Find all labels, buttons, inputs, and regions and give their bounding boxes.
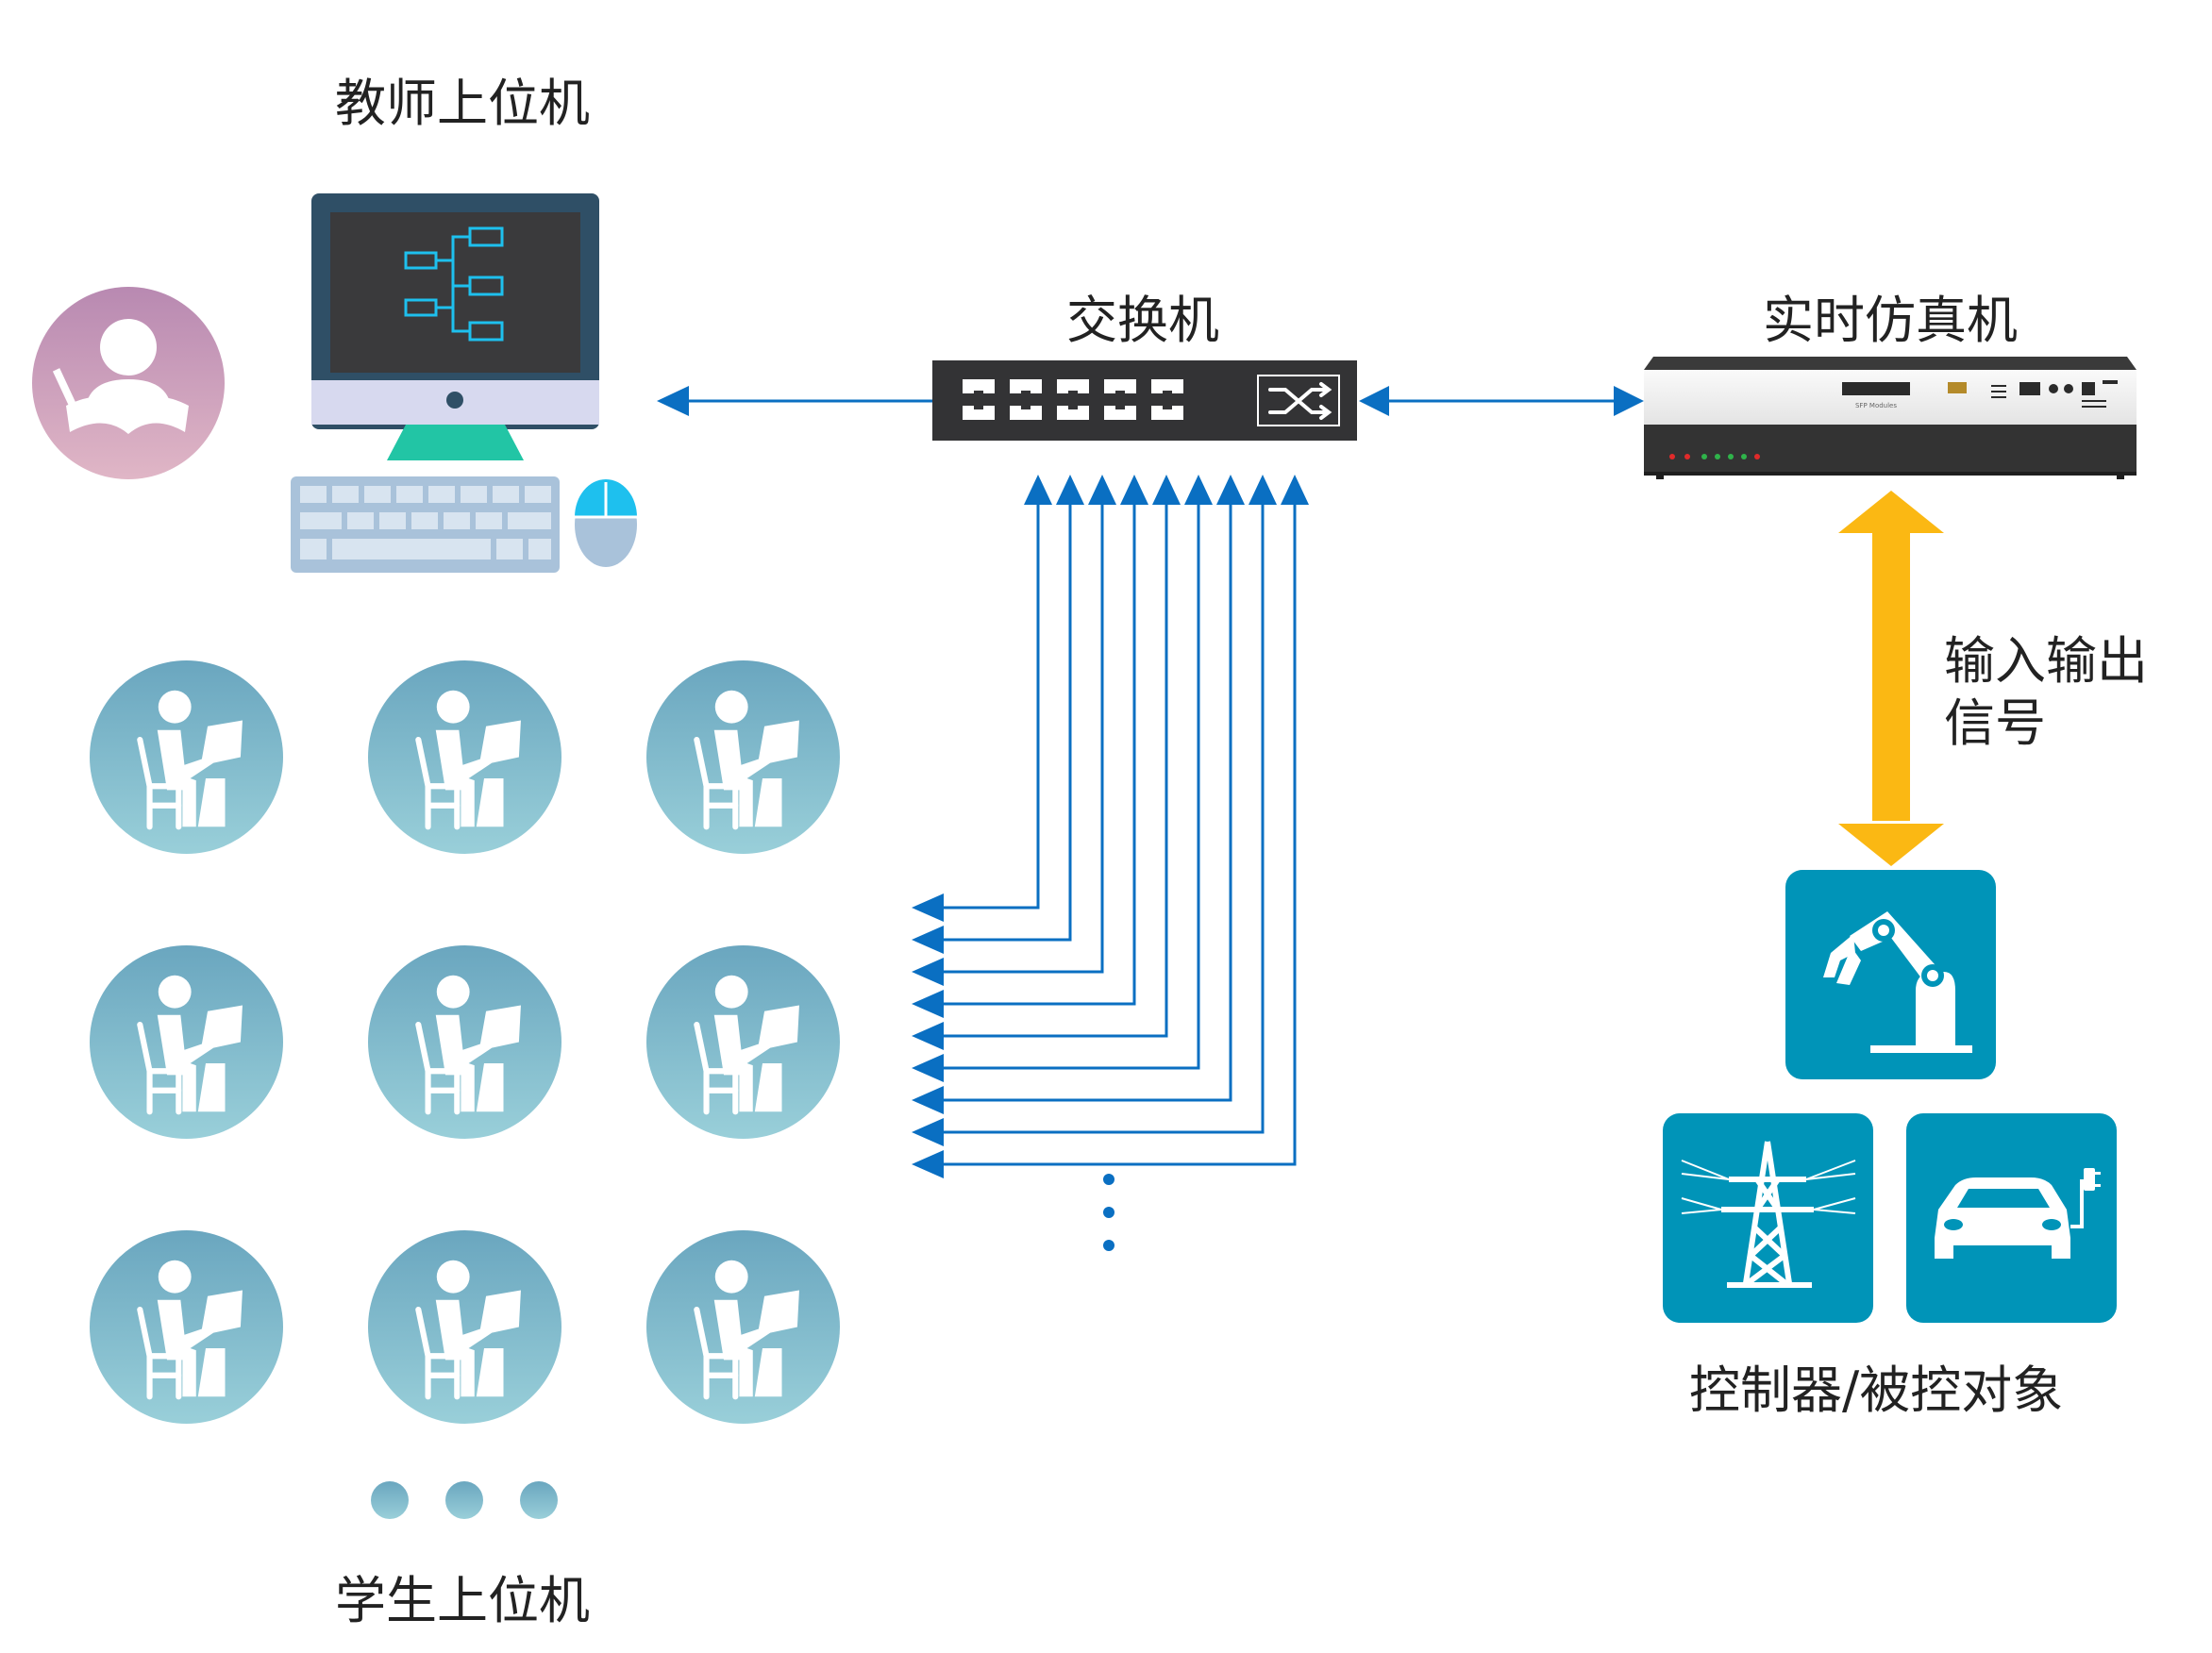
- up-arrowhead: [1216, 475, 1245, 505]
- up-arrowhead: [1248, 475, 1277, 505]
- bundle-ellipsis: [1103, 1174, 1114, 1251]
- left-arrowhead: [912, 893, 944, 922]
- left-arrowhead: [912, 1118, 944, 1146]
- left-arrowhead: [912, 926, 944, 954]
- io-signal-arrow: [1838, 491, 1944, 866]
- student-at-desk-icon: [646, 660, 840, 854]
- left-arrowhead: [912, 1054, 944, 1082]
- student-at-desk-icon: [368, 1230, 561, 1424]
- connection-line: [944, 505, 1265, 1134]
- student-at-desk-icon: [90, 945, 283, 1139]
- io-signal-label: 输入输出信号: [1944, 631, 2148, 753]
- connection-line: [944, 505, 1168, 1038]
- student-at-desk-icon: [646, 1230, 840, 1424]
- electric-car-icon: [1906, 1113, 2117, 1323]
- student-connection-lines: [912, 475, 1309, 1178]
- switch-simulator-arrow: [1359, 386, 1644, 416]
- student-at-desk-icon: [368, 945, 561, 1139]
- up-arrowhead: [1024, 475, 1052, 505]
- student-pc-grid: [90, 660, 840, 1424]
- connection-line: [944, 505, 1297, 1166]
- left-arrowhead: [912, 958, 944, 986]
- connection-line: [944, 505, 1200, 1070]
- real-time-simulator-icon: SFP Modules: [1644, 357, 2137, 479]
- up-arrowhead: [1056, 475, 1084, 505]
- student-ellipsis: [371, 1481, 558, 1519]
- connection-line: [944, 505, 1040, 910]
- controller-object-label: 控制器/被控对象: [1689, 1361, 2064, 1420]
- student-at-desk-icon: [646, 945, 840, 1139]
- up-arrowhead: [1152, 475, 1181, 505]
- student-at-desk-icon: [368, 660, 561, 854]
- connection-line: [944, 505, 1136, 1006]
- student-pc-label: 学生上位机: [335, 1571, 590, 1630]
- robot-arm-icon: [1785, 870, 1996, 1079]
- power-tower-icon: [1663, 1113, 1873, 1323]
- connection-line: [944, 505, 1232, 1102]
- student-at-desk-icon: [90, 1230, 283, 1424]
- simulator-label: 实时仿真机: [1763, 291, 2018, 350]
- up-arrowhead: [1184, 475, 1213, 505]
- left-arrowhead: [912, 1022, 944, 1050]
- connection-line: [944, 505, 1072, 942]
- connection-line: [944, 505, 1104, 974]
- network-switch-icon: [932, 360, 1357, 441]
- teacher-reading-icon: [32, 287, 225, 479]
- teacher-computer-icon: [291, 193, 637, 573]
- left-arrowhead: [912, 1086, 944, 1114]
- up-arrowhead: [1281, 475, 1309, 505]
- up-arrowhead: [1120, 475, 1148, 505]
- left-arrowhead: [912, 990, 944, 1018]
- sim-module-text: SFP Modules: [1855, 402, 1897, 409]
- teacher-pc-label: 教师上位机: [335, 74, 590, 133]
- switch-to-teacher-arrow: [657, 386, 932, 416]
- up-arrowhead: [1088, 475, 1116, 505]
- student-at-desk-icon: [90, 660, 283, 854]
- left-arrowhead: [912, 1150, 944, 1178]
- switch-label: 交换机: [1066, 291, 1219, 350]
